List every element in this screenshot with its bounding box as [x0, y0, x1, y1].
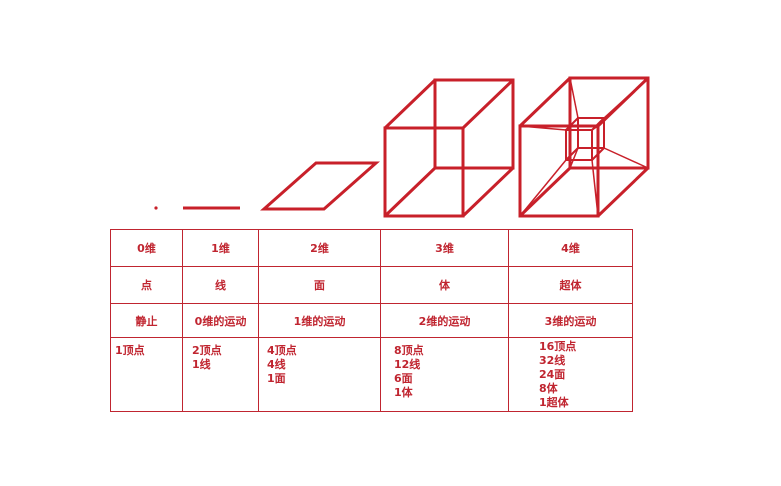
element-count: 16顶点 [539, 340, 577, 353]
dimension-cell: 0维 [110, 229, 183, 267]
elements-cell: 4顶点 4线 1面 [258, 337, 381, 412]
elements-cell: 2顶点 1线 [182, 337, 259, 412]
shape-cell: 线 [182, 266, 259, 304]
point-figure [154, 206, 158, 210]
shape-row: 点 线 面 体 超体 [110, 266, 633, 304]
element-count: 2顶点 [192, 344, 222, 357]
elements-cell: 16顶点 32线 24面 8体 1超体 [508, 337, 633, 412]
motion-cell: 静止 [110, 303, 183, 338]
element-count: 1线 [192, 358, 211, 371]
element-count: 32线 [539, 354, 566, 367]
element-count: 8顶点 [394, 344, 424, 357]
cube-figure [383, 78, 515, 218]
shape-cell: 超体 [508, 266, 633, 304]
parallelogram-figure [260, 161, 380, 211]
element-count: 1体 [394, 386, 413, 399]
motion-cell: 2维的运动 [380, 303, 509, 338]
motion-cell: 3维的运动 [508, 303, 633, 338]
element-count: 24面 [539, 368, 566, 381]
element-count: 4顶点 [267, 344, 297, 357]
element-count: 1面 [267, 372, 286, 385]
motion-cell: 0维的运动 [182, 303, 259, 338]
dimension-cell: 1维 [182, 229, 259, 267]
element-count: 1超体 [539, 396, 569, 409]
elements-cell: 1顶点 [110, 337, 183, 412]
dimension-cell: 2维 [258, 229, 381, 267]
motion-row: 静止 0维的运动 1维的运动 2维的运动 3维的运动 [110, 303, 633, 338]
dimension-row: 0维 1维 2维 3维 4维 [110, 229, 633, 267]
element-count: 6面 [394, 372, 413, 385]
element-count: 1顶点 [115, 344, 145, 357]
motion-cell: 1维的运动 [258, 303, 381, 338]
shape-cell: 点 [110, 266, 183, 304]
dimension-cell: 3维 [380, 229, 509, 267]
element-count: 12线 [394, 358, 421, 371]
element-count: 4线 [267, 358, 286, 371]
dimension-table: 0维 1维 2维 3维 4维 点 线 面 体 超体 静止 0维的运动 1维的运动… [110, 229, 633, 412]
elements-cell: 8顶点 12线 6面 1体 [380, 337, 509, 412]
shape-cell: 面 [258, 266, 381, 304]
elements-row: 1顶点 2顶点 1线 4顶点 4线 1面 8顶点 12线 6面 1体 [110, 337, 633, 412]
element-count: 8体 [539, 382, 558, 395]
shape-cell: 体 [380, 266, 509, 304]
dimension-figures [154, 76, 650, 218]
tesseract-figure [518, 76, 650, 218]
dimension-cell: 4维 [508, 229, 633, 267]
